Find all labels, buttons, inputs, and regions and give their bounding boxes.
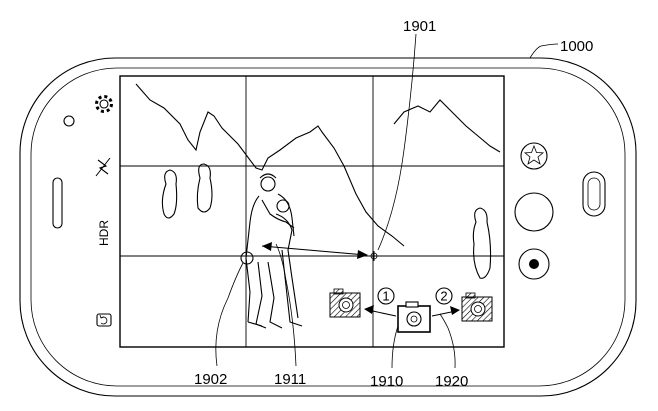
camera-toggle-button[interactable] xyxy=(397,301,431,333)
effects-button[interactable] xyxy=(520,142,548,170)
record-button[interactable] xyxy=(518,248,550,280)
leader-lines xyxy=(215,33,559,369)
left-switch-arrow xyxy=(364,305,397,317)
mountain-outline xyxy=(135,83,405,247)
home-button[interactable] xyxy=(582,171,606,217)
shutter-button[interactable] xyxy=(514,192,554,232)
ref-first-camera: 1910 xyxy=(370,373,403,390)
second-camera-icon[interactable] xyxy=(461,292,493,322)
viewfinder[interactable] xyxy=(119,75,505,348)
mountain-outline-right xyxy=(393,99,501,153)
ref-device: 1000 xyxy=(560,38,593,55)
flash-off-icon[interactable] xyxy=(95,157,111,177)
camera-selector: 1 2 xyxy=(329,287,493,333)
record-dot-icon xyxy=(529,259,539,269)
settings-gear-icon[interactable] xyxy=(95,95,113,113)
camera-number-two: 2 xyxy=(440,289,447,304)
device-body xyxy=(19,57,637,397)
right-switch-arrow xyxy=(431,306,460,317)
ref-touch-point: 1902 xyxy=(194,371,227,388)
tree-right xyxy=(472,207,492,279)
left-control-panel: HDR xyxy=(95,95,113,327)
front-camera-icon xyxy=(63,115,75,127)
home-button-inner xyxy=(587,177,601,211)
touch-point-marker[interactable] xyxy=(240,251,254,265)
camera-number-two-badge: 2 xyxy=(435,287,453,305)
ref-subject: 1911 xyxy=(274,371,306,388)
right-control-panel xyxy=(514,142,554,280)
tree-middle xyxy=(196,163,213,213)
ref-focus-point: 1901 xyxy=(403,18,436,35)
ref-second-camera: 1920 xyxy=(435,373,468,390)
first-camera-icon[interactable] xyxy=(329,288,361,318)
switch-camera-icon[interactable] xyxy=(96,313,112,327)
camera-number-one-badge: 1 xyxy=(377,287,395,305)
speaker-slot xyxy=(52,177,63,229)
focus-point-marker xyxy=(369,251,379,261)
tree-left xyxy=(161,169,178,219)
focus-move-arrow xyxy=(261,242,368,259)
hdr-toggle[interactable]: HDR xyxy=(97,220,111,246)
effects-star-icon xyxy=(523,144,545,165)
camera-number-one: 1 xyxy=(382,289,389,304)
